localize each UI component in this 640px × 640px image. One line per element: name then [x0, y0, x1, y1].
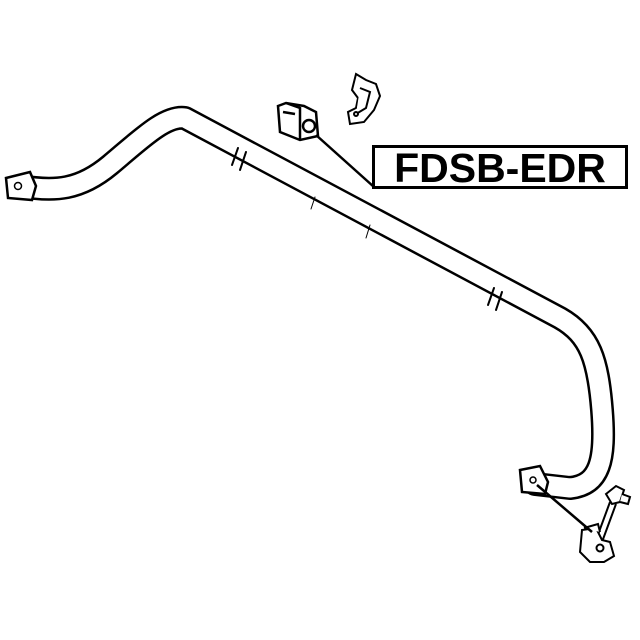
bar-end-eye-left [4, 170, 38, 202]
link-leader-line [536, 484, 593, 533]
bushing-bracket [346, 72, 382, 126]
stabilizer-bar [8, 105, 616, 500]
bushing [276, 101, 320, 142]
stabilizer-link [578, 484, 632, 563]
part-number-label: FDSB-EDR [372, 145, 628, 189]
bushing-leader-line [315, 134, 375, 188]
